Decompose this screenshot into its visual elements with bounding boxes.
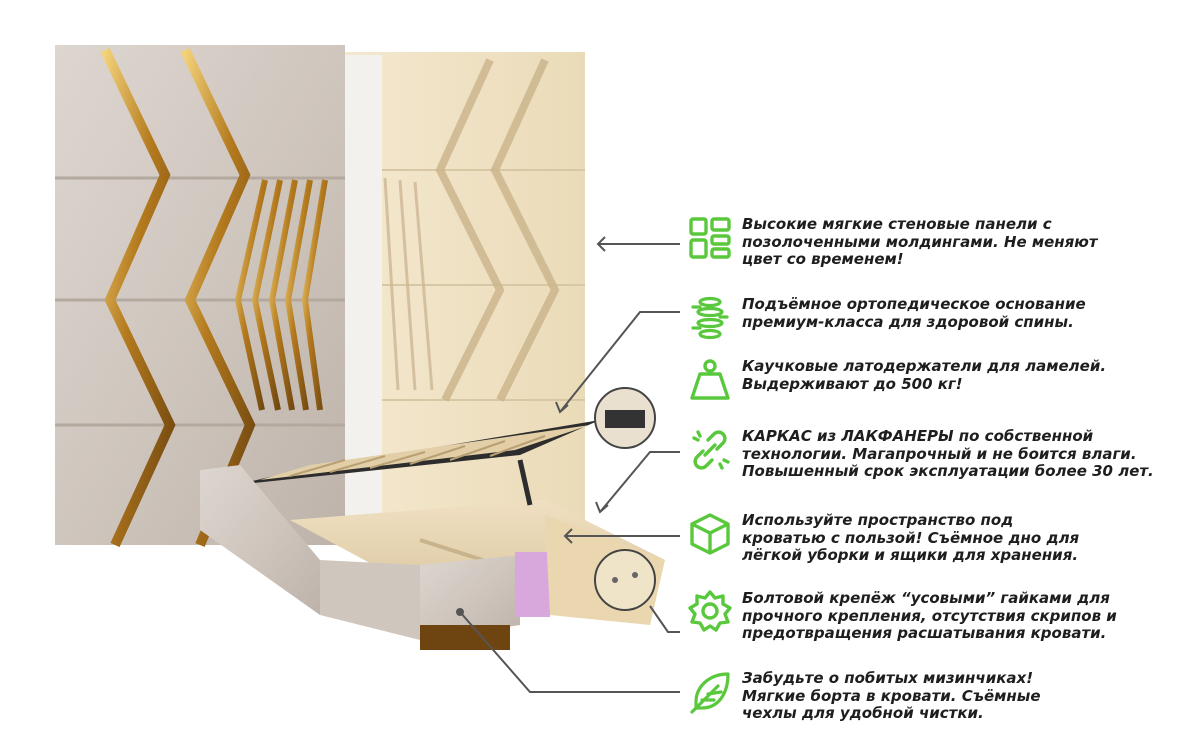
- feature-soft-sides: Забудьте о побитых мизинчиках! Мягкие бо…: [688, 669, 1188, 730]
- feature-storage-text: Используйте пространство под кроватью с …: [742, 511, 1192, 565]
- feature-line: Выдерживают до 500 кг!: [742, 374, 963, 393]
- feature-line: Мягкие борта в кровати. Съёмные: [742, 686, 1041, 705]
- feature-line: технологии. Магапрочный и не боится влаг…: [742, 444, 1137, 463]
- feature-wall-panels-text: Высокие мягкие стеновые панели с позолоч…: [742, 215, 1192, 269]
- feature-bolt-fastening-text: Болтовой крепёж “усовыми” гайками для пр…: [742, 589, 1192, 643]
- feature-latch-holders: Каучковые латодержатели для ламелей. Выд…: [688, 357, 1188, 418]
- feature-storage: Используйте пространство под кроватью с …: [688, 511, 1188, 572]
- link-icon: [688, 428, 732, 472]
- velvet-wall-panels: [55, 45, 345, 548]
- spine-icon: [688, 296, 732, 340]
- feature-line: кроватью с пользой! Съёмное дно для: [742, 528, 1080, 547]
- feature-line: Каучковые латодержатели для ламелей.: [742, 357, 1107, 375]
- callout-arrows: [456, 236, 680, 693]
- box-icon: [688, 512, 732, 556]
- panels-icon: [688, 216, 732, 260]
- nut-icon: [688, 590, 732, 634]
- feature-bolt-fastening: Болтовой крепёж “усовыми” гайками для пр…: [688, 589, 1188, 650]
- feature-latch-holders-text: Каучковые латодержатели для ламелей. Выд…: [742, 357, 1192, 393]
- feature-ortho-base-text: Подъёмное ортопедическое основание преми…: [742, 295, 1192, 331]
- feature-line: лёгкой уборки и ящики для хранения.: [742, 546, 1079, 564]
- feature-plywood-frame: КАРКАС из ЛАКФАНЕРЫ по собственной техно…: [688, 427, 1188, 488]
- feature-wall-panels: Высокие мягкие стеновые панели с позолоч…: [688, 215, 1188, 276]
- feature-line: цвет со временем!: [742, 250, 904, 268]
- feature-line: предотвращения расшатывания кровати.: [742, 624, 1107, 642]
- feature-line: КАРКАС из ЛАКФАНЕРЫ по собственной: [742, 427, 1094, 445]
- feature-line: премиум-класса для здоровой спины.: [742, 312, 1074, 331]
- feature-plywood-frame-text: КАРКАС из ЛАКФАНЕРЫ по собственной техно…: [742, 427, 1192, 481]
- feature-soft-sides-text: Забудьте о побитых мизинчиках! Мягкие бо…: [742, 669, 1192, 723]
- feature-line: Болтовой крепёж “усовыми” гайками для: [742, 589, 1110, 607]
- bed-frame: [200, 420, 665, 650]
- feature-line: Повышенный срок эксплуатации более 30 ле…: [742, 462, 1154, 480]
- feature-line: Используйте пространство под: [742, 511, 1014, 529]
- feature-line: прочного крепления, отсутствия скрипов и: [742, 606, 1117, 625]
- feature-line: Подъёмное ортопедическое основание: [742, 295, 1086, 313]
- zoom-latch-holder: [594, 387, 656, 449]
- feather-icon: [688, 670, 732, 714]
- white-panel-strip: [342, 55, 382, 525]
- zoom-bolt: [594, 549, 656, 611]
- weight-icon: [688, 358, 732, 402]
- feature-line: Высокие мягкие стеновые панели с: [742, 215, 1052, 233]
- feature-line: позолоченными молдингами. Не меняют: [742, 232, 1098, 251]
- feature-line: Забудьте о побитых мизинчиках!: [742, 669, 1034, 687]
- feature-ortho-base: Подъёмное ортопедическое основание преми…: [688, 295, 1188, 356]
- feature-line: чехлы для удобной чистки.: [742, 704, 984, 722]
